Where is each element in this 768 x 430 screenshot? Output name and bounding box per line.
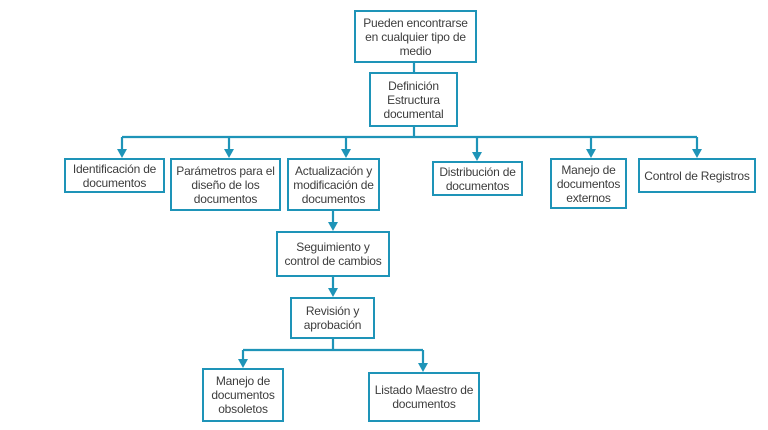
arrow-to-parametros bbox=[224, 149, 234, 158]
node-revision: Revisión y aprobación bbox=[290, 297, 375, 339]
node-listado: Listado Maestro de documentos bbox=[368, 372, 480, 422]
arrow-to-identificacion bbox=[117, 149, 127, 158]
arrow-to-actualizacion bbox=[341, 149, 351, 158]
arrow-to-listado bbox=[418, 363, 428, 372]
arrow-to-distribucion bbox=[472, 152, 482, 161]
node-medio: Pueden encontrarse en cualquier tipo de … bbox=[354, 10, 477, 63]
arrow-to-externos bbox=[586, 149, 596, 158]
node-externos: Manejo de documentos externos bbox=[550, 158, 627, 209]
arrow-to-obsoletos bbox=[238, 359, 248, 368]
node-registros: Control de Registros bbox=[638, 158, 756, 193]
arrow-to-revision bbox=[328, 288, 338, 297]
node-identificacion: Identificación de documentos bbox=[64, 158, 165, 193]
arrow-to-registros bbox=[692, 149, 702, 158]
node-distribucion: Distribución de documentos bbox=[432, 161, 523, 196]
node-obsoletos: Manejo de documentos obsoletos bbox=[202, 368, 284, 422]
arrow-to-seguimiento bbox=[328, 222, 338, 231]
node-definicion: Definición Estructura documental bbox=[369, 72, 458, 127]
node-actualizacion: Actualización y modificación de document… bbox=[287, 158, 380, 211]
node-seguimiento: Seguimiento y control de cambios bbox=[276, 231, 390, 277]
node-parametros: Parámetros para el diseño de los documen… bbox=[170, 158, 281, 211]
